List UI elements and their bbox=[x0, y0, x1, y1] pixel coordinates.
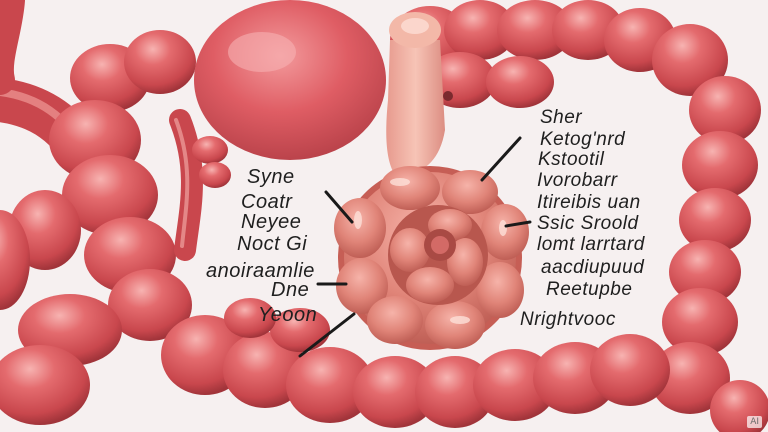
label-right-5: Itireibis uan bbox=[537, 192, 641, 213]
label-right-3: Kstootil bbox=[538, 149, 605, 170]
label-right-4: Ivorobarr bbox=[537, 170, 618, 191]
label-right-8: aacdiupuud bbox=[541, 257, 645, 278]
label-left-1: Syne bbox=[247, 166, 295, 188]
label-right-10: Nrightvooc bbox=[520, 309, 616, 330]
label-left-7: Yeoon bbox=[258, 304, 318, 326]
watermark-badge: AI bbox=[747, 416, 762, 428]
stomach-shape bbox=[194, 0, 386, 160]
esophagus-shape bbox=[386, 40, 445, 175]
small-intestine-coil bbox=[334, 166, 529, 350]
leader-lines bbox=[298, 136, 532, 358]
label-left-4: Noct Gi bbox=[237, 233, 308, 255]
label-left-5: anoiraamlie bbox=[206, 260, 315, 282]
label-right-9: Reetupbe bbox=[546, 279, 633, 300]
label-left-2: Coatr bbox=[241, 191, 293, 213]
label-right-7: lomt larrtard bbox=[537, 234, 645, 255]
label-right-1: Sher bbox=[540, 107, 583, 128]
label-left-6: Dne bbox=[271, 279, 310, 301]
label-left-3: Neyee bbox=[241, 211, 302, 233]
label-right-2: Ketog'nrd bbox=[540, 129, 626, 150]
label-right-6: Ssic Sroold bbox=[537, 213, 639, 234]
